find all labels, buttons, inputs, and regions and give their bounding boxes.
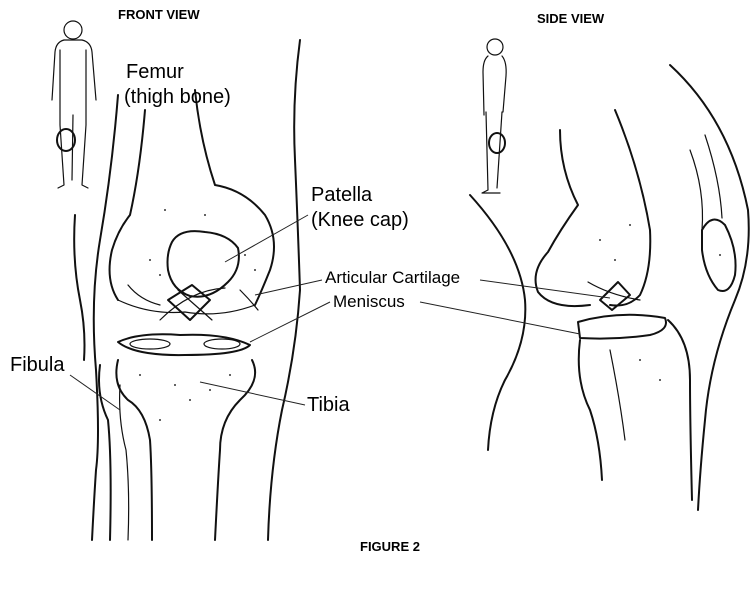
front-view-ligaments <box>128 285 258 320</box>
side-view-heading: SIDE VIEW <box>537 12 604 26</box>
leader-lines <box>70 215 610 410</box>
front-view-patella <box>168 231 239 297</box>
side-view-femur <box>536 110 651 306</box>
figure-caption: FIGURE 2 <box>360 540 420 554</box>
front-view-leg-outline <box>74 40 300 540</box>
patella-leader <box>225 215 308 262</box>
tibia-label: Tibia <box>307 394 350 416</box>
fibula-label: Fibula <box>10 354 64 376</box>
articular-cartilage-label: Articular Cartilage <box>325 269 460 288</box>
articular-cartilage-side-leader <box>480 280 610 298</box>
meniscus-front-leader <box>250 302 330 342</box>
femur-label: Femur <box>126 61 184 83</box>
fibula-leader <box>70 375 120 410</box>
front-view-human-figure-icon <box>52 21 96 188</box>
femur-sublabel: (thigh bone) <box>124 86 231 108</box>
front-view-fibula <box>99 365 129 540</box>
side-view-patella <box>690 135 736 291</box>
patella-label: Patella <box>311 184 372 206</box>
patella-sublabel: (Knee cap) <box>311 209 409 231</box>
front-view-tibia <box>116 360 255 540</box>
side-view-meniscus <box>578 315 666 339</box>
meniscus-side-leader <box>420 302 580 334</box>
side-view-human-figure-icon <box>482 39 506 193</box>
front-view-meniscus <box>118 334 250 355</box>
front-view-shading <box>139 209 256 421</box>
side-view-leg-outline <box>470 65 749 510</box>
meniscus-label: Meniscus <box>333 293 405 312</box>
front-view-femur <box>110 90 274 314</box>
front-view-heading: FRONT VIEW <box>118 8 200 22</box>
side-view-tibia <box>579 320 692 500</box>
